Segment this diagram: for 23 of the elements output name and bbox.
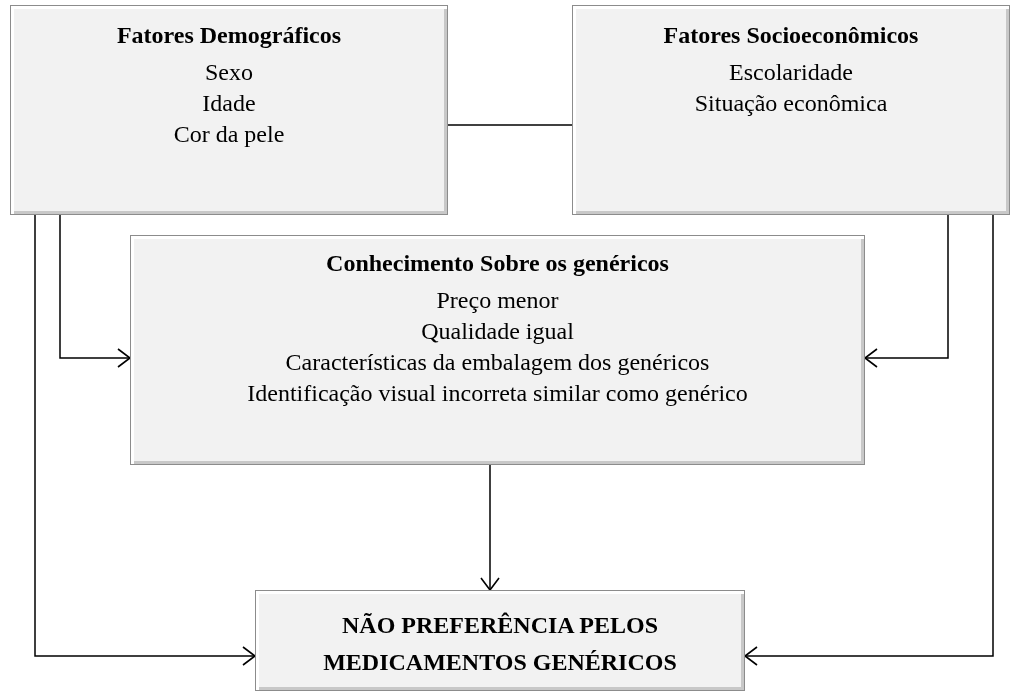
list-item: Idade: [201, 89, 257, 118]
list-item: Cor da pele: [172, 120, 286, 149]
connector-line: [447, 124, 573, 126]
list-item: Situação econômica: [693, 89, 889, 118]
arrow: [744, 214, 994, 666]
text-box: [572, 5, 1010, 215]
box-heading: Fatores Demográficos: [115, 21, 343, 50]
box-heading: Fatores Socioeconômicos: [662, 21, 920, 50]
text-box: [10, 5, 448, 215]
list-item: Escolaridade: [728, 58, 854, 87]
list-item: Sexo: [204, 58, 254, 87]
box-heading: Conhecimento Sobre os genéricos: [325, 249, 670, 278]
text-box: [130, 235, 865, 465]
arrow: [59, 214, 131, 368]
list-item: Características da embalagem dos genéricos: [284, 348, 711, 377]
list-item: Preço menor: [435, 286, 560, 315]
list-item: Qualidade igual: [420, 317, 575, 346]
text-box: [255, 590, 745, 691]
list-item: Identificação visual incorreta similar como genérico: [246, 379, 749, 408]
box-title: NÃO PREFERÊNCIA PELOS MEDICAMENTOS GENÉRICOS: [322, 611, 678, 677]
arrow: [34, 214, 256, 666]
arrow: [864, 214, 949, 368]
arrow: [480, 464, 500, 591]
